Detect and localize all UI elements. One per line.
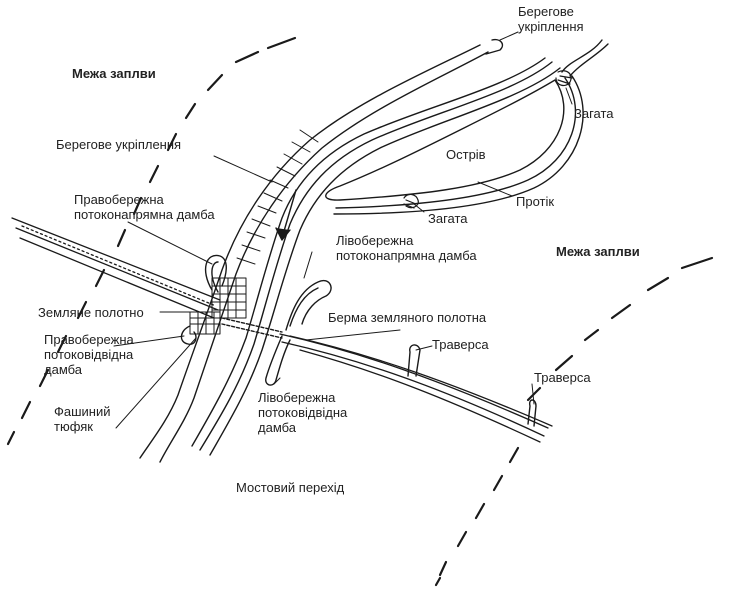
river-banks (139, 38, 561, 463)
bridge-abutment-grid (189, 277, 247, 335)
label-line: дамба (44, 362, 82, 377)
label-line: тюфяк (54, 419, 93, 434)
label-line: Берегове (518, 4, 574, 19)
label-line: потоконапрямна дамба (74, 207, 215, 222)
right-diversion-dam (180, 325, 197, 345)
bank-protection-hatching (236, 129, 319, 265)
left-diversion-dam (265, 335, 291, 386)
label-line: Правобережна (74, 192, 164, 207)
embankment-berm (279, 333, 553, 443)
label-island: Острів (446, 147, 486, 162)
label-line: Лівобережна (258, 390, 336, 405)
floodplain-boundary-right (434, 256, 714, 587)
label-bank-protection-left: Берегове укріплення (56, 137, 182, 152)
label-floodplain-boundary-right: Межа заплви (556, 244, 640, 259)
label-dam-closure-bottom: Загата (428, 211, 468, 226)
label-line: укріплення (518, 19, 584, 34)
label-right-guide-dam: Правобережна потоконапрямна дамба (74, 192, 215, 222)
label-left-diversion-dam: Лівобережна потоковідвідна дамба (258, 390, 347, 435)
label-bridge-crossing: Мостовий перехід (236, 480, 345, 495)
left-guide-dam (285, 279, 332, 331)
right-guide-dam (204, 254, 227, 293)
earth-embankment (11, 217, 221, 319)
label-floodplain-boundary-left: Межа заплви (72, 66, 156, 81)
label-bank-protection-top: Берегове укріплення (518, 4, 584, 34)
label-line: потоковідвідна (258, 405, 348, 420)
label-line: потоконапрямна дамба (336, 248, 477, 263)
flow-arrow (275, 189, 297, 241)
label-embankment: Земляне полотно (38, 305, 144, 320)
label-embankment-berm: Берма земляного полотна (328, 310, 487, 325)
leader-lines (113, 31, 573, 429)
label-channel: Протік (516, 194, 555, 209)
label-line: Правобережна (44, 332, 134, 347)
label-right-diversion-dam: Правобережна потоковідвідна дамба (44, 332, 134, 377)
label-dam-closure-top: Загата (574, 106, 614, 121)
label-line: Лівобережна (336, 233, 414, 248)
floodplain-boundary-left (6, 36, 297, 446)
label-fascine-mattress: Фашиний тюфяк (54, 404, 111, 434)
dam-closures (403, 70, 573, 209)
label-line: потоковідвідна (44, 347, 134, 362)
label-line: дамба (258, 420, 296, 435)
label-left-guide-dam: Лівобережна потоконапрямна дамба (336, 233, 477, 263)
traverses (407, 344, 537, 427)
label-traverse-1: Траверса (432, 337, 489, 352)
island-channel (325, 39, 609, 215)
bridge-line (221, 317, 283, 339)
label-traverse-2: Траверса (534, 370, 591, 385)
label-line: Фашиний (54, 404, 111, 419)
